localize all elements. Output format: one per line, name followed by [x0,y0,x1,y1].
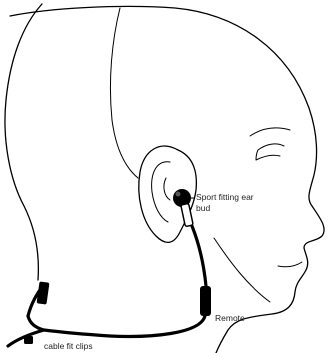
hairline [110,8,138,178]
jaw [214,238,270,302]
neck-back [5,4,42,280]
head-outline [10,6,324,353]
earbud-label-line2: bud [196,203,210,213]
ear-inner [152,162,170,222]
cable-clips-label: cable fit clips [44,341,93,351]
cable-lower [28,316,205,336]
cable-fit-clip [37,281,50,304]
earbud-highlight [176,192,181,197]
eyebrow [250,128,290,136]
earbud-label: Sport fitting ear [196,192,254,202]
cable-upper [192,226,206,286]
remote [200,286,211,316]
cable-fit-clip-lower [24,336,33,344]
remote-label: Remote [215,313,245,323]
mouth [278,262,302,267]
eye [256,144,284,160]
